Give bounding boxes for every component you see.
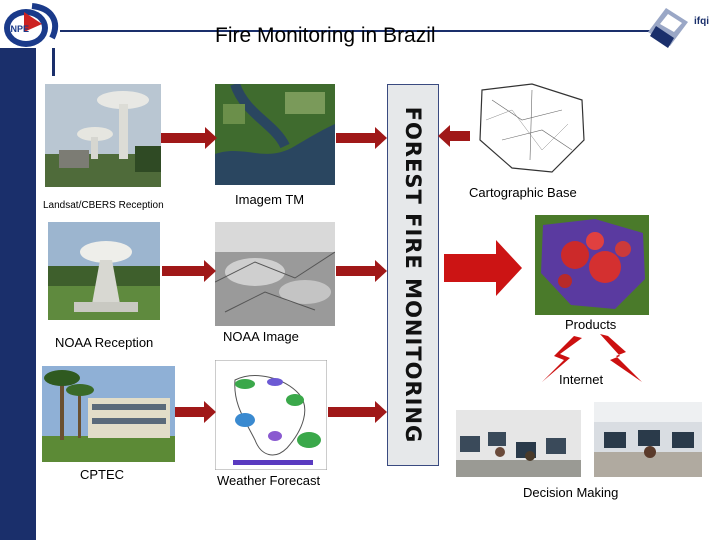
noaa-image-label: NOAA Image [223,329,299,344]
weather-forecast-label: Weather Forecast [217,473,320,488]
decision-making-label: Decision Making [523,485,618,500]
noaa-antenna-photo [48,222,160,320]
inpe-logo: INPE [2,2,60,48]
arrow-noaa-to-image [162,266,204,276]
header-tick [52,48,55,76]
cptec-building-photo [42,366,175,462]
cptec-label: CPTEC [80,467,124,482]
noaa-image [215,222,335,326]
output-arrow [444,240,522,296]
decision-room-left-photo [456,402,581,477]
products-label: Products [565,317,616,332]
landsat-antenna-photo [45,84,161,187]
imagem-tm-label: Imagem TM [235,192,304,207]
weather-forecast-map [215,360,327,470]
cartographic-base-label: Cartographic Base [469,185,577,200]
banner-text: FOREST FIRE MONITORING [401,107,425,444]
internet-label: Internet [559,372,603,387]
imagem-tm-image [215,84,335,185]
arrow-cartographic-to-banner [450,131,470,141]
arrow-noaa-image-to-banner [336,266,375,276]
inpe-logo-text: INPE [8,24,29,34]
ifqi-logo [644,6,694,50]
products-map [535,215,649,315]
arrow-cptec-to-weather [175,407,204,417]
cartographic-base-map [472,80,590,180]
arrow-weather-to-banner [328,407,375,417]
ifqi-logo-text: ifqi [694,16,709,27]
decision-room-right-photo [594,402,702,477]
page-title: Fire Monitoring in Brazil [215,24,436,48]
lightning-right-icon [598,334,644,384]
noaa-reception-label: NOAA Reception [55,335,153,350]
left-sidebar-bar [0,48,36,540]
arrow-landsat-to-tm [161,133,205,143]
landsat-label: Landsat/CBERS Reception [43,200,164,211]
forest-fire-monitoring-banner: FOREST FIRE MONITORING [387,84,439,466]
arrow-tm-to-banner [336,133,375,143]
